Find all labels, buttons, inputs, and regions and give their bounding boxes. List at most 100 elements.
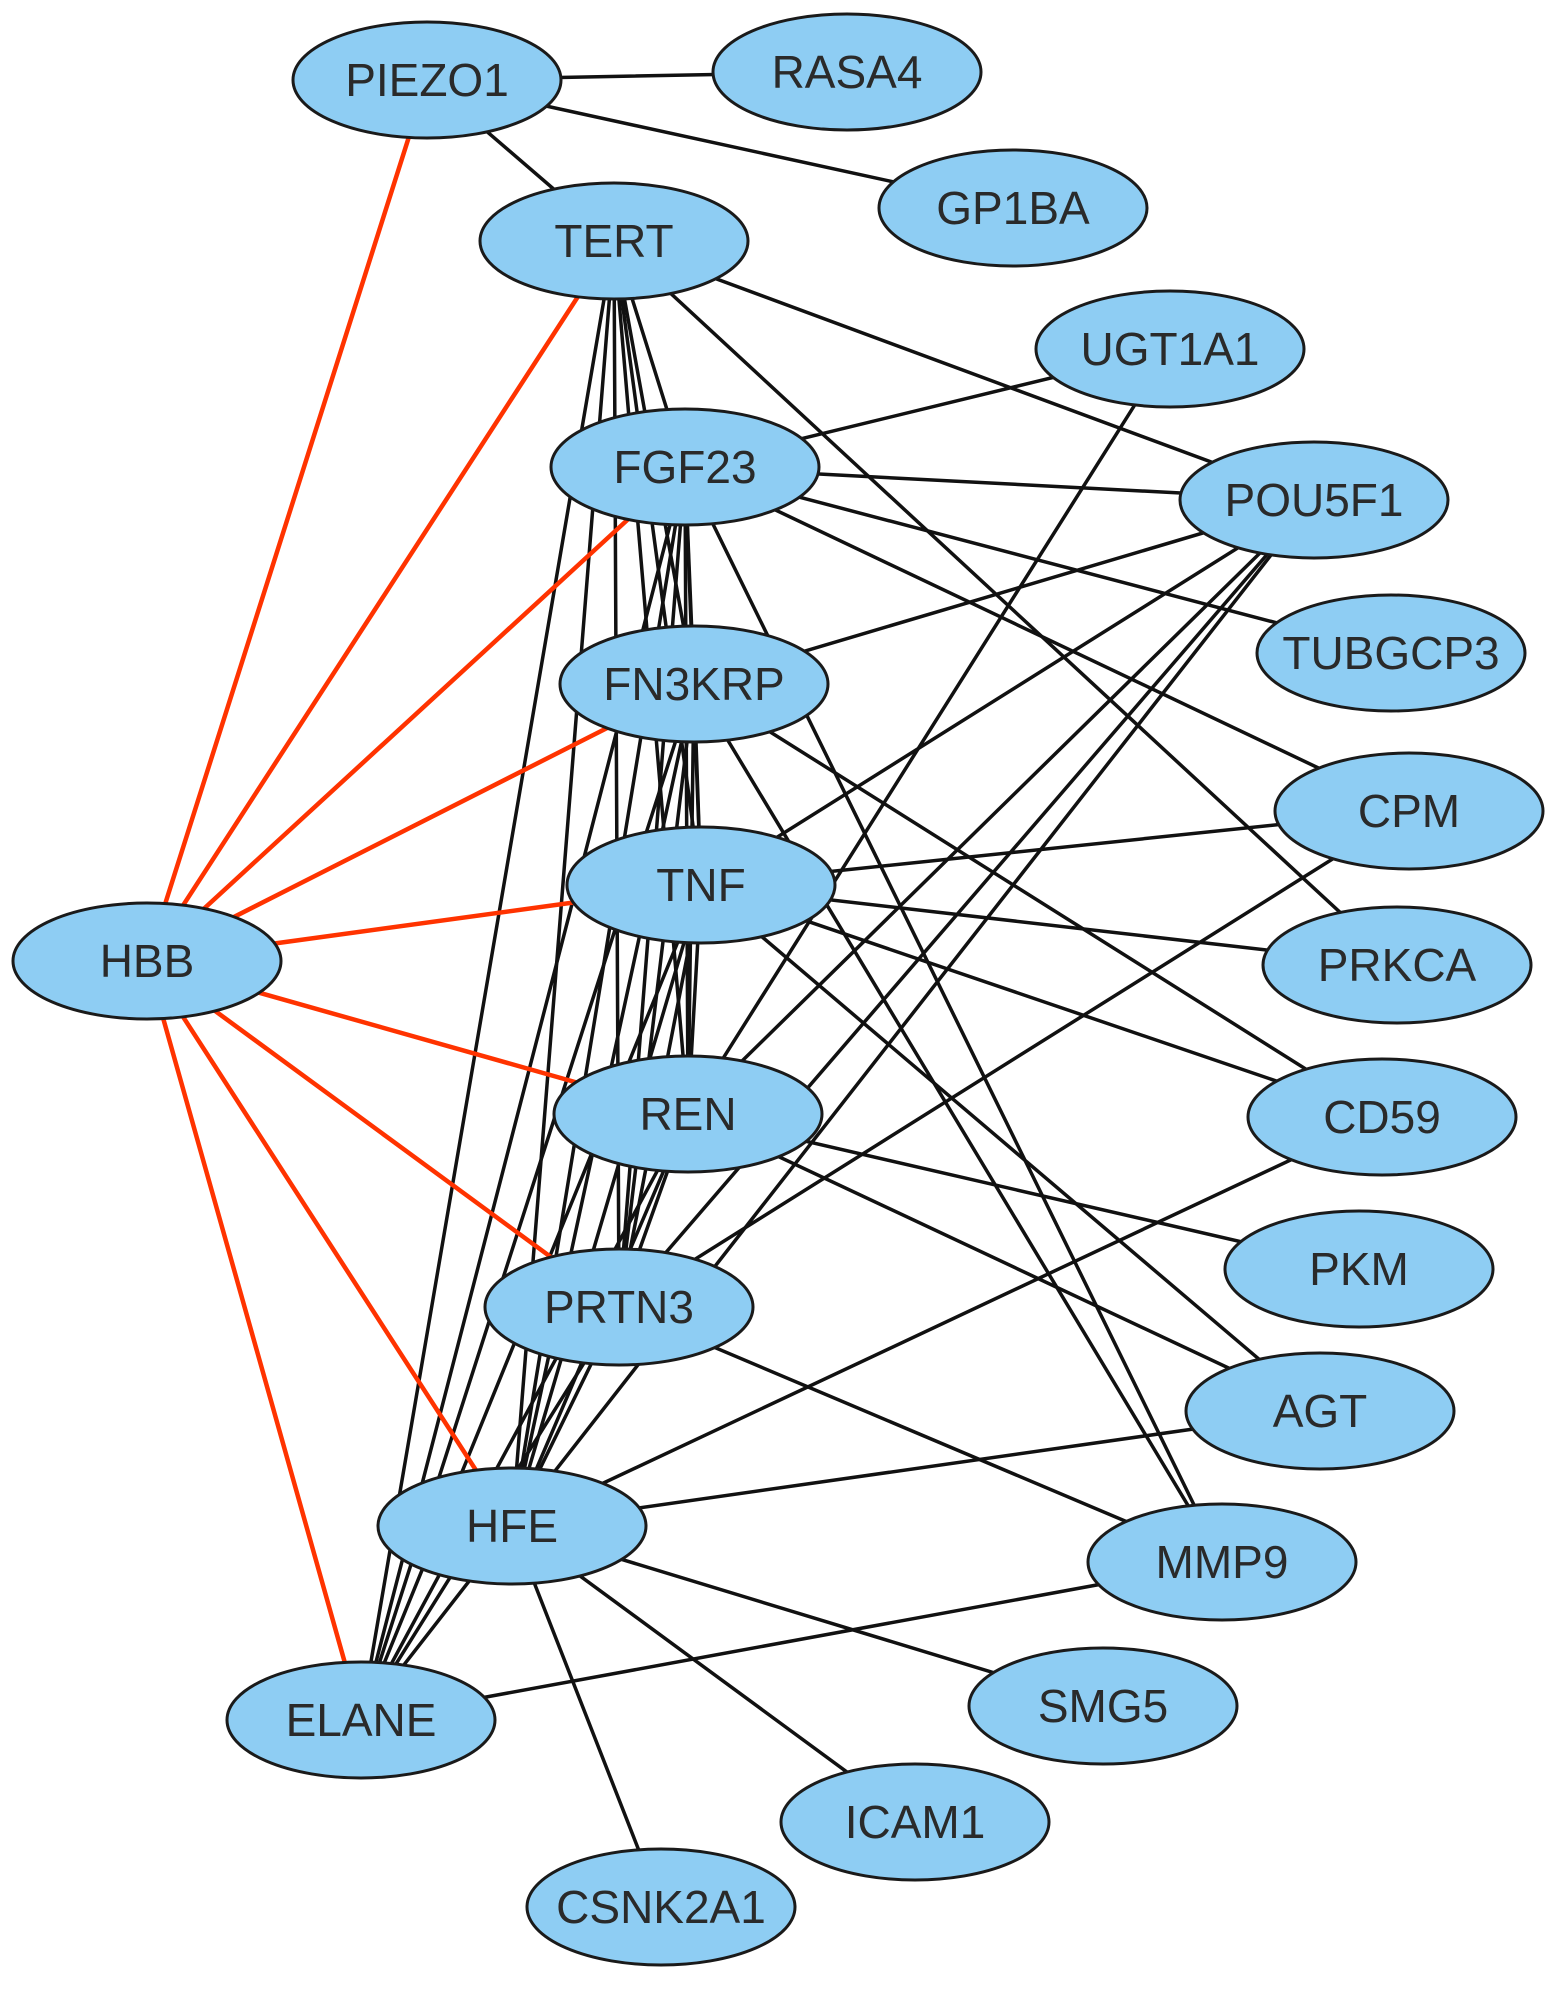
node-shape-hbb <box>11 901 283 1021</box>
edge-hbb-piezo1 <box>144 77 430 964</box>
node-shape-csnk2a1 <box>525 1847 797 1967</box>
node-shape-pou5f1 <box>1178 440 1450 560</box>
edge-prtn3-pou5f1 <box>617 498 1316 1309</box>
node-shape-smg5 <box>967 1646 1239 1766</box>
node-fgf23: FGF23 <box>549 407 821 527</box>
node-shape-mmp9 <box>1086 1502 1358 1622</box>
node-label-rasa4: RASA4 <box>772 46 923 98</box>
node-cpm: CPM <box>1273 751 1545 871</box>
node-label-pou5f1: POU5F1 <box>1225 474 1404 526</box>
node-mmp9: MMP9 <box>1086 1502 1358 1622</box>
node-tert: TERT <box>478 181 750 301</box>
node-shape-cpm <box>1273 751 1545 871</box>
node-pou5f1: POU5F1 <box>1178 440 1450 560</box>
node-shape-ren <box>552 1054 824 1174</box>
edge-tnf-agt <box>699 883 1322 1413</box>
edge-fgf23-mmp9 <box>683 465 1224 1564</box>
node-elane: ELANE <box>225 1660 497 1780</box>
node-shape-ugt1a1 <box>1034 289 1306 409</box>
edge-prtn3-cpm <box>617 809 1411 1309</box>
node-gp1ba: GP1BA <box>877 148 1149 268</box>
node-label-tert: TERT <box>554 215 673 267</box>
node-shape-elane <box>225 1660 497 1780</box>
edge-hbb-tert <box>144 238 617 964</box>
node-shape-rasa4 <box>711 12 983 132</box>
node-shape-fgf23 <box>549 407 821 527</box>
edge-elane-mmp9 <box>359 1560 1224 1722</box>
node-label-tnf: TNF <box>656 859 745 911</box>
node-fn3krp: FN3KRP <box>558 624 830 744</box>
edge-fgf23-ren <box>683 465 690 1116</box>
node-shape-gp1ba <box>877 148 1149 268</box>
node-icam1: ICAM1 <box>779 1762 1051 1882</box>
edge-tert-pou5f1 <box>612 239 1316 502</box>
edge-hbb-elane <box>144 958 364 1723</box>
node-tubgcp3: TUBGCP3 <box>1255 593 1527 713</box>
node-smg5: SMG5 <box>967 1646 1239 1766</box>
edge-tert-prkca <box>612 239 1399 967</box>
edge-ren-pou5f1 <box>686 498 1316 1116</box>
node-label-prtn3: PRTN3 <box>544 1281 694 1333</box>
node-hfe: HFE <box>376 1466 648 1586</box>
node-label-hbb: HBB <box>100 935 195 987</box>
node-prkca: PRKCA <box>1261 905 1533 1025</box>
node-ren: REN <box>552 1054 824 1174</box>
node-label-cpm: CPM <box>1358 785 1460 837</box>
edge-hfe-csnk2a1 <box>510 1524 663 1909</box>
edge-fgf23-cpm <box>683 465 1411 813</box>
node-shape-prtn3 <box>483 1247 755 1367</box>
node-ugt1a1: UGT1A1 <box>1034 289 1306 409</box>
node-prtn3: PRTN3 <box>483 1247 755 1367</box>
node-shape-icam1 <box>779 1762 1051 1882</box>
node-rasa4: RASA4 <box>711 12 983 132</box>
node-label-cd59: CD59 <box>1323 1091 1441 1143</box>
edge-hbb-fgf23 <box>144 464 688 964</box>
edge-prtn3-mmp9 <box>617 1305 1224 1564</box>
edge-hbb-fn3krp <box>144 681 697 964</box>
edge-fn3krp-cd59 <box>692 682 1384 1119</box>
node-shape-tnf <box>565 825 837 945</box>
node-label-icam1: ICAM1 <box>845 1796 986 1848</box>
node-label-csnk2a1: CSNK2A1 <box>556 1881 766 1933</box>
node-label-mmp9: MMP9 <box>1156 1536 1289 1588</box>
edge-tnf-hfe <box>510 883 703 1528</box>
node-shape-tubgcp3 <box>1255 593 1527 713</box>
edge-hbb-hfe <box>144 958 515 1529</box>
node-label-tubgcp3: TUBGCP3 <box>1282 627 1499 679</box>
node-pkm: PKM <box>1223 1209 1495 1329</box>
edge-fgf23-hfe <box>510 465 687 1528</box>
node-piezo1: PIEZO1 <box>291 20 563 140</box>
edge-ren-ugt1a1 <box>686 347 1172 1116</box>
edge-fn3krp-mmp9 <box>692 682 1224 1564</box>
node-shape-cd59 <box>1246 1057 1518 1177</box>
node-shape-piezo1 <box>291 20 563 140</box>
edge-ren-elane <box>359 1112 690 1722</box>
node-shape-hfe <box>376 1466 648 1586</box>
node-label-agt: AGT <box>1273 1385 1368 1437</box>
node-tnf: TNF <box>565 825 837 945</box>
node-cd59: CD59 <box>1246 1057 1518 1177</box>
edge-tnf-cd59 <box>699 883 1384 1119</box>
node-shape-pkm <box>1223 1209 1495 1329</box>
node-shape-tert <box>478 181 750 301</box>
node-label-smg5: SMG5 <box>1038 1680 1168 1732</box>
node-agt: AGT <box>1184 1351 1456 1471</box>
node-label-pkm: PKM <box>1309 1243 1409 1295</box>
node-label-fn3krp: FN3KRP <box>603 658 784 710</box>
node-label-fgf23: FGF23 <box>613 441 756 493</box>
edge-hfe-cd59 <box>510 1115 1384 1528</box>
node-label-gp1ba: GP1BA <box>936 182 1090 234</box>
edge-tnf-pou5f1 <box>699 498 1316 887</box>
node-csnk2a1: CSNK2A1 <box>525 1847 797 1967</box>
node-label-elane: ELANE <box>286 1694 437 1746</box>
node-label-ren: REN <box>639 1088 736 1140</box>
edge-hbb-prtn3 <box>144 958 622 1310</box>
node-label-piezo1: PIEZO1 <box>345 54 509 106</box>
node-shape-agt <box>1184 1351 1456 1471</box>
node-label-ugt1a1: UGT1A1 <box>1081 323 1260 375</box>
node-hbb: HBB <box>11 901 283 1021</box>
node-shape-prkca <box>1261 905 1533 1025</box>
